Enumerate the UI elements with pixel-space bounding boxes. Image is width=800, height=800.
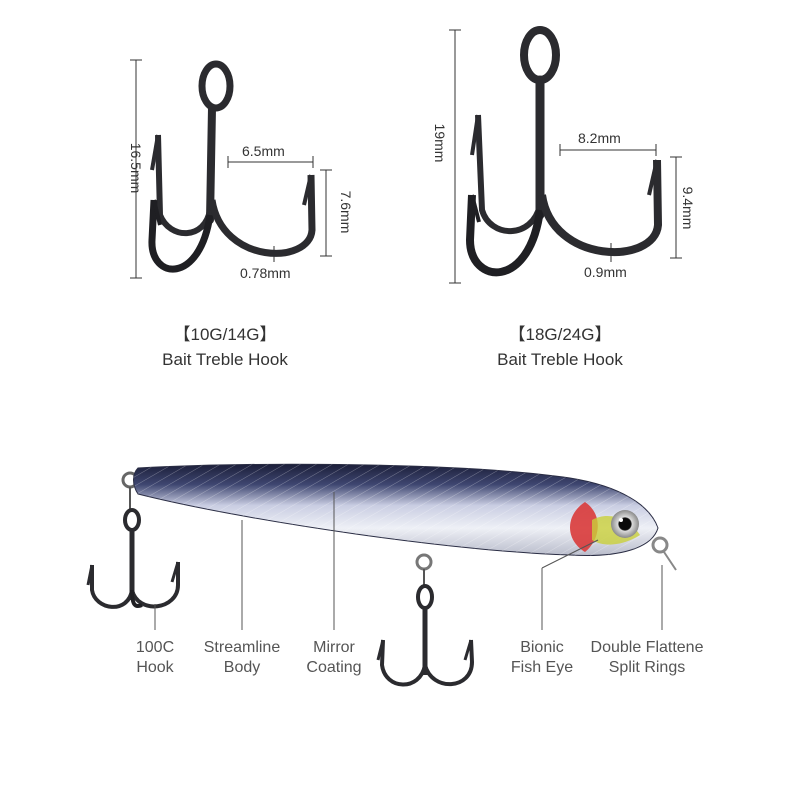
small-hook-name: Bait Treble Hook (162, 350, 288, 369)
large-hook-weight: 【18G/24G】 (508, 325, 612, 344)
small-hook-wire-label: 0.78mm (240, 265, 291, 281)
large-hook-name: Bait Treble Hook (497, 350, 623, 369)
small-hook-gap-label: 6.5mm (242, 143, 285, 159)
large-hook-wire-label: 0.9mm (584, 264, 627, 280)
small-hook-weight: 【10G/14G】 (173, 325, 277, 344)
large-hook-gap-label: 8.2mm (578, 130, 621, 146)
